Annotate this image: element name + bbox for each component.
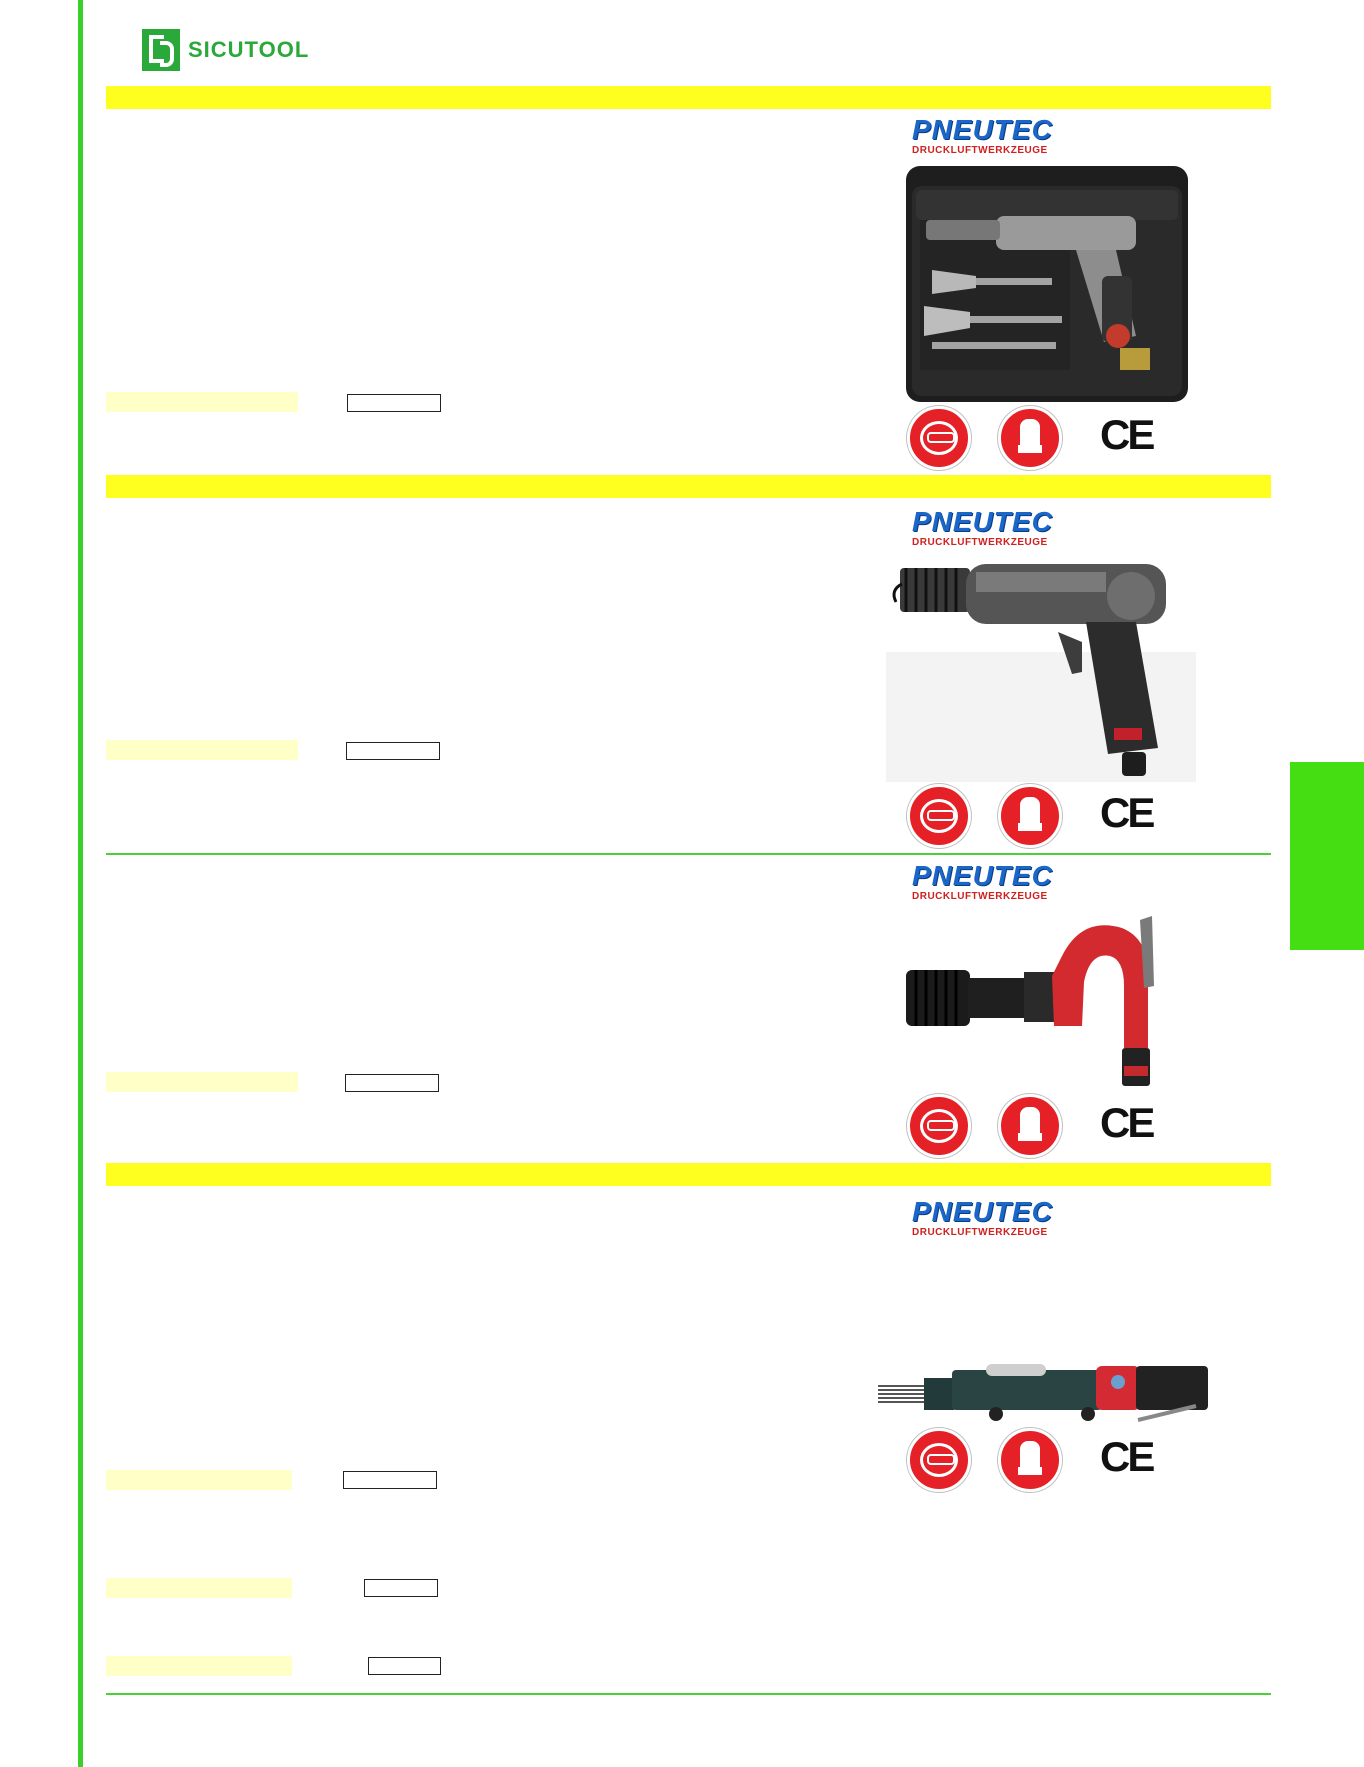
article-code-field xyxy=(106,1072,298,1092)
ce-mark-icon: CE xyxy=(1100,789,1155,836)
pneutec-brand-logo: PNEUTEC DRUCKLUFTWERKZEUGE xyxy=(912,506,1053,549)
safety-goggles-icon xyxy=(907,1428,971,1492)
price-box xyxy=(347,394,441,412)
price-box xyxy=(364,1579,438,1597)
article-code-field xyxy=(106,740,298,760)
brand-subtitle: DRUCKLUFTWERKZEUGE xyxy=(912,891,1048,902)
price-box xyxy=(368,1657,441,1675)
price-box xyxy=(346,742,440,760)
chisel-hammer-kit-case-image xyxy=(906,166,1188,402)
article-code-field xyxy=(106,1578,292,1598)
safety-goggles-icon xyxy=(907,406,971,470)
price-box xyxy=(343,1471,437,1489)
ce-mark-icon: CE xyxy=(1100,411,1155,458)
safety-goggles-icon xyxy=(907,784,971,848)
pneutec-brand-logo: PNEUTEC DRUCKLUFTWERKZEUGE xyxy=(912,860,1053,903)
section-header-bar xyxy=(106,86,1271,109)
safety-gloves-icon xyxy=(998,1094,1062,1158)
safety-gloves-icon xyxy=(998,1428,1062,1492)
section-header-bar xyxy=(106,475,1271,498)
brand-name: PNEUTEC xyxy=(912,114,1053,145)
price-box xyxy=(345,1074,439,1092)
brand-name: PNEUTEC xyxy=(912,860,1053,891)
brand-subtitle: DRUCKLUFTWERKZEUGE xyxy=(912,145,1048,156)
brand-name: PNEUTEC xyxy=(912,1196,1053,1227)
left-accent-rule xyxy=(78,0,83,1767)
section-header-bar xyxy=(106,1163,1271,1186)
section-divider xyxy=(106,853,1271,855)
article-code-field xyxy=(106,1656,292,1676)
safety-gloves-icon xyxy=(998,406,1062,470)
article-code-field xyxy=(106,392,298,412)
brand-subtitle: DRUCKLUFTWERKZEUGE xyxy=(912,537,1048,548)
pistol-grip-air-hammer-image xyxy=(886,564,1196,782)
logo-text: SICUTOOL xyxy=(188,37,310,62)
safety-gloves-icon xyxy=(998,784,1062,848)
section-side-tab xyxy=(1290,762,1364,950)
pneutec-brand-logo: PNEUTEC DRUCKLUFTWERKZEUGE xyxy=(912,114,1053,157)
pneutec-brand-logo: PNEUTEC DRUCKLUFTWERKZEUGE xyxy=(912,1196,1053,1239)
ce-mark-icon: CE xyxy=(1100,1099,1155,1146)
sicutool-logo: SICUTOOL xyxy=(142,28,309,72)
ce-mark-icon: CE xyxy=(1100,1433,1155,1480)
red-d-handle-chipping-hammer-image xyxy=(906,916,1154,1086)
needle-scaler-image xyxy=(878,1364,1208,1422)
sicutool-logo-icon xyxy=(142,29,180,71)
article-code-field xyxy=(106,1470,292,1490)
brand-subtitle: DRUCKLUFTWERKZEUGE xyxy=(912,1227,1048,1238)
brand-name: PNEUTEC xyxy=(912,506,1053,537)
safety-goggles-icon xyxy=(907,1094,971,1158)
section-divider xyxy=(106,1693,1271,1695)
